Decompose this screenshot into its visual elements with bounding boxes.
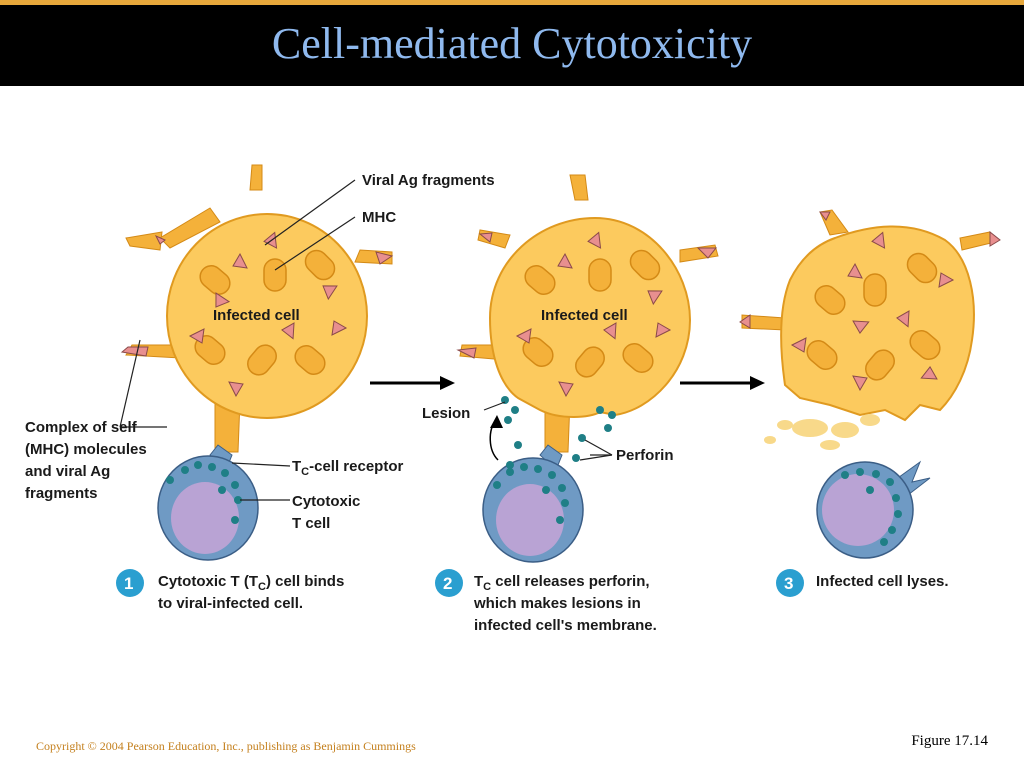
complex-label-line-4: fragments: [25, 485, 98, 502]
step-2: 2 TC cell releases perforin, which makes…: [435, 569, 657, 634]
slide-title: Cell-mediated Cytotoxicity: [271, 19, 753, 68]
complex-label-line-2: (MHC) molecules: [25, 441, 147, 458]
step-1: 1 Cytotoxic T (TC) cell binds to viral-i…: [116, 569, 344, 612]
step-1-line-1: Cytotoxic T (TC) cell binds: [158, 573, 344, 593]
t-cell-2: [482, 444, 584, 563]
cytotoxic-label-line-2: T cell: [292, 515, 330, 532]
step-2-line-1: TC cell releases perforin,: [474, 573, 650, 593]
lesion-label: Lesion: [422, 405, 470, 422]
figure-number: Figure 17.14: [911, 733, 988, 749]
step-2-number: 2: [443, 574, 452, 593]
viral-ag-label: Viral Ag fragments: [362, 172, 495, 189]
complex-label-line-3: and viral Ag: [25, 463, 110, 480]
step-3-number: 3: [784, 574, 793, 593]
arrow-1: [370, 376, 455, 390]
perforin-label: Perforin: [616, 447, 674, 464]
t-cell-3: [816, 460, 931, 559]
complex-label-line-1: Complex of self: [25, 419, 138, 436]
title-bar: [0, 0, 1024, 86]
mhc-label: MHC: [362, 209, 396, 226]
perforin-granules: [501, 396, 616, 469]
t-cell-1: [157, 444, 259, 561]
copyright-notice: Copyright © 2004 Pearson Education, Inc.…: [36, 739, 416, 753]
infected-cell-1: [120, 164, 394, 453]
step-1-line-2: to viral-infected cell.: [158, 595, 303, 612]
lysed-cell: [739, 209, 1001, 422]
cell-debris: [764, 414, 880, 450]
tc-receptor-label: TC-cell receptor: [292, 458, 403, 478]
cytotoxicity-diagram: Infected cell Viral Ag fragments MHC Com…: [25, 164, 1001, 634]
step-1-number: 1: [124, 574, 133, 593]
step-2-line-2: which makes lesions in: [473, 595, 641, 612]
infected-cell-label-2: Infected cell: [541, 307, 628, 324]
infected-cell-2: [456, 174, 719, 453]
step-3-line-1: Infected cell lyses.: [816, 573, 949, 590]
arrow-2: [680, 376, 765, 390]
step-3-badge: [776, 569, 804, 597]
step-2-badge: [435, 569, 463, 597]
step-1-badge: [116, 569, 144, 597]
cytotoxic-label-line-1: Cytotoxic: [292, 493, 360, 510]
step-3: 3 Infected cell lyses.: [776, 569, 949, 597]
step-2-line-3: infected cell's membrane.: [474, 617, 657, 634]
infected-cell-label-1: Infected cell: [213, 307, 300, 324]
